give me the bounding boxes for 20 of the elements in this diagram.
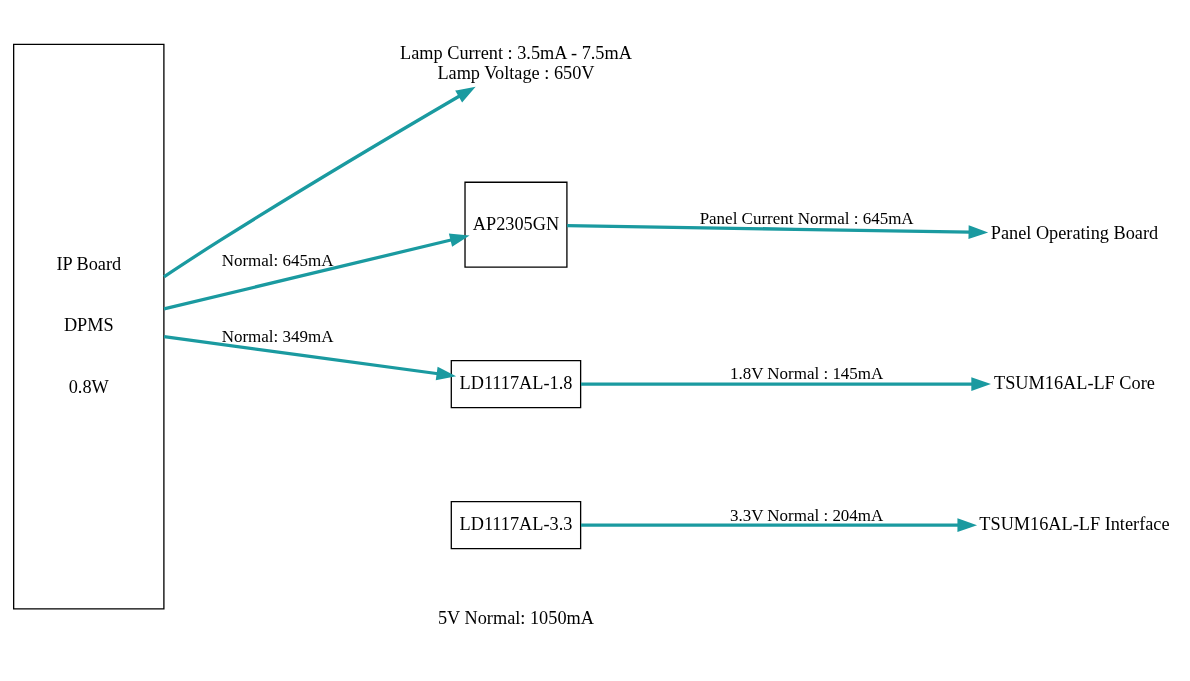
edge-label: 3.3V Normal : 204mA <box>729 505 884 524</box>
node-text: TSUM16AL-LF Core <box>994 372 1155 393</box>
arrow <box>163 334 457 380</box>
node-box: LD1117AL-1.8 <box>450 359 582 408</box>
edge-label: Normal: 645mA <box>221 250 334 270</box>
arrow <box>163 86 476 278</box>
label: 5V Normal: 1050mA <box>438 607 594 628</box>
node-box: LD1117AL-3.3 <box>450 500 582 549</box>
node-box: IP Board DPMS 0.8W <box>13 43 165 609</box>
node-text: TSUM16AL-LF Interface <box>979 513 1170 534</box>
arrow <box>163 232 470 310</box>
edge-label: 1.8V Normal : 145mA <box>729 363 884 383</box>
node-text: Lamp Current : 3.5mA - 7.5mA Lamp Voltage : 650V <box>400 42 632 83</box>
node-box: AP2305GN <box>464 181 568 268</box>
arrow <box>581 517 978 532</box>
arrow <box>567 223 989 239</box>
edge-label: Panel Current Normal : 645mA <box>699 208 914 228</box>
arrow <box>581 376 991 391</box>
node-text: Panel Operating Board <box>990 222 1159 243</box>
edge-label: Normal: 349mA <box>221 326 334 346</box>
